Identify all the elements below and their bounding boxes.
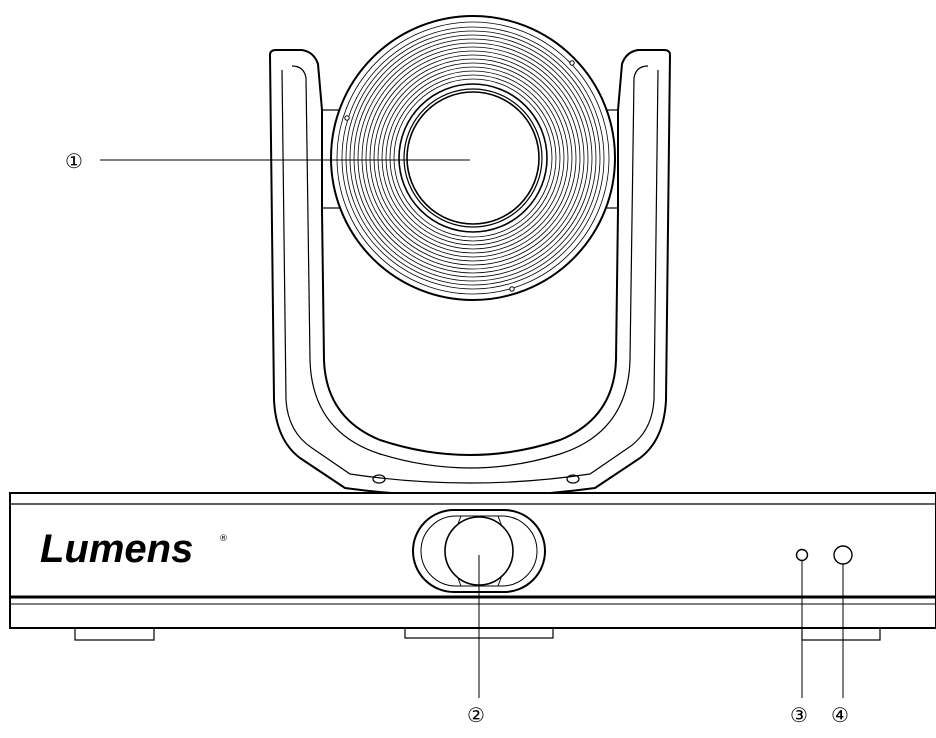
callout-label-4: ④	[831, 703, 849, 727]
callout-label-3: ③	[790, 703, 808, 727]
small-indicator	[795, 548, 809, 562]
callout-label-2: ②	[467, 703, 485, 727]
front-sensor-window	[412, 509, 546, 593]
registered-mark: ®	[219, 534, 228, 544]
round-indicator	[833, 545, 853, 565]
leader-lines	[100, 159, 844, 698]
callout-label-1: ①	[65, 149, 83, 173]
camera-lens	[330, 15, 616, 301]
callout-labels: ① ② ③ ④	[65, 149, 849, 727]
brand-logo-text: Lumens	[40, 527, 193, 571]
brand-logo: Lumens ®	[40, 527, 228, 571]
